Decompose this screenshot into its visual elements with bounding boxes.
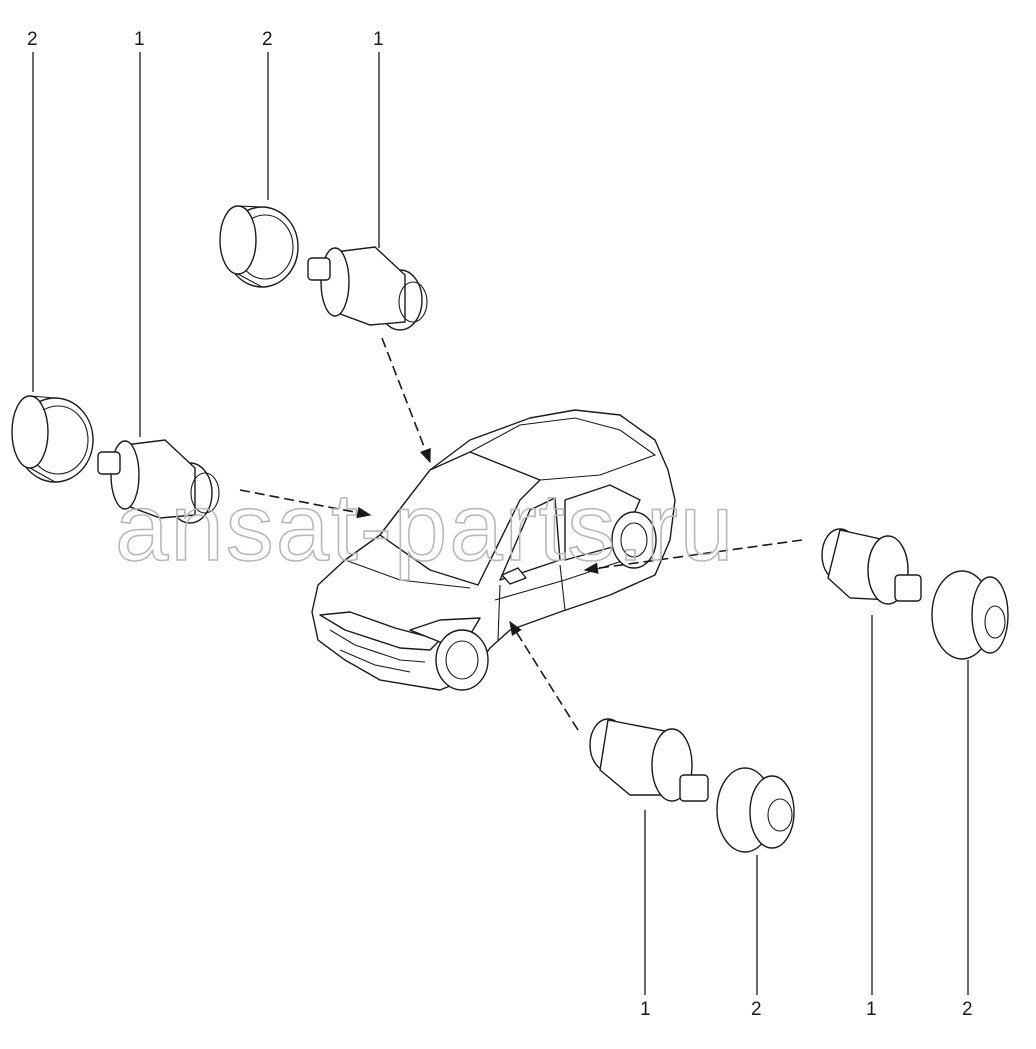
watermark: ansat-parts.ru (115, 474, 735, 581)
callout-label: 1 (134, 29, 145, 50)
car-illustration (311, 409, 676, 691)
sensor-sleeve (219, 205, 299, 288)
callout-label: 2 (262, 29, 273, 50)
callout-label: 1 (866, 999, 877, 1020)
parking-sensor (307, 246, 428, 331)
parking-sensor (821, 528, 922, 605)
mount-arrow (239, 489, 372, 519)
sensor-sleeve (11, 395, 94, 483)
callout-label: 2 (962, 999, 973, 1020)
parking-sensor (589, 718, 709, 802)
mount-arrow (381, 337, 431, 464)
mount-arrow (509, 620, 579, 731)
sensor-sleeve (931, 570, 1009, 660)
parking-sensor (97, 439, 220, 524)
callout-label: 1 (640, 999, 651, 1020)
mount-arrow (583, 539, 803, 574)
sensor-sleeve (716, 767, 795, 853)
callout-label: 1 (373, 29, 384, 50)
callout-label: 2 (751, 999, 762, 1020)
callout-label: 2 (27, 29, 38, 50)
